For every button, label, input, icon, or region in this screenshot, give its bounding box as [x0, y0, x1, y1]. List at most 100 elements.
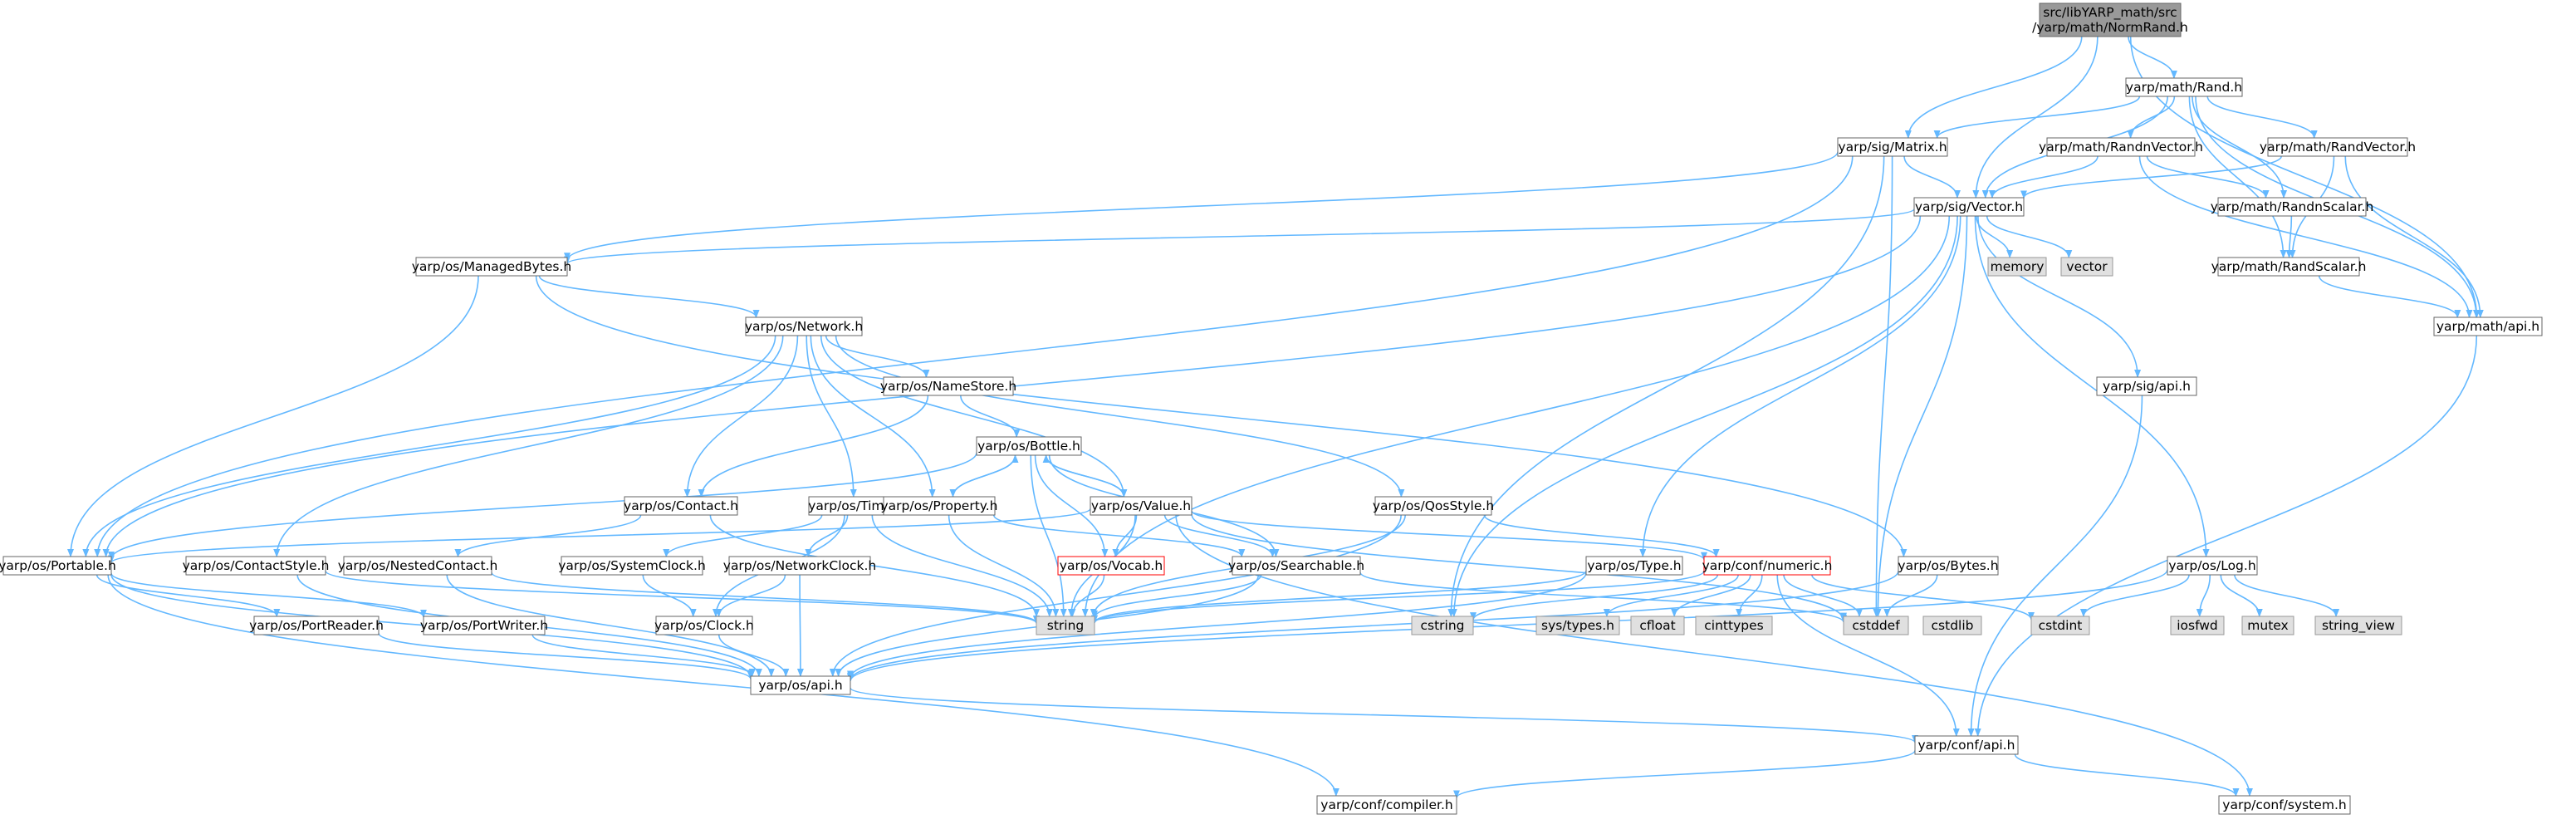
node-box-math_api [2433, 316, 2543, 336]
edge-math_rand-to-math_randnscalar [2192, 96, 2288, 199]
node-box-math_randvector [2267, 137, 2408, 157]
node-math_api[interactable]: yarp/math/api.h [2433, 316, 2543, 336]
edge-os_api-to-conf_api [850, 687, 1918, 743]
node-root[interactable]: src/libYARP_math/src/yarp/math/NormRand.… [2032, 2, 2188, 37]
node-os_api[interactable]: yarp/os/api.h [750, 675, 851, 695]
node-label-os_networkclock: yarp/os/NetworkClock.h [723, 558, 876, 573]
node-label-os_systemclock: yarp/os/SystemClock.h [558, 558, 706, 573]
node-os_qosstyle[interactable]: yarp/os/QosStyle.h [1373, 496, 1494, 516]
node-label-math_api: yarp/math/api.h [2436, 319, 2539, 334]
node-math_randscalar[interactable]: yarp/math/RandScalar.h [2211, 257, 2367, 277]
edge-sig_vector-to-os_managedbytes [564, 208, 1915, 265]
edge-os_portreader-to-os_api [378, 632, 754, 680]
node-box-os_bytes [1898, 556, 1999, 576]
edge-math_randvector-to-sig_vector [2020, 155, 2282, 199]
node-os_bottle[interactable]: yarp/os/Bottle.h [976, 436, 1082, 456]
node-os_contact[interactable]: yarp/os/Contact.h [624, 496, 738, 516]
edge-math_randnscalar-to-math_randscalar [2285, 215, 2293, 258]
node-os_portable[interactable]: yarp/os/Portable.h [0, 556, 116, 576]
edge-os_log-to-mutex [2220, 574, 2263, 617]
node-cstddef: cstddef [1843, 616, 1909, 635]
node-os_log[interactable]: yarp/os/Log.h [2167, 556, 2258, 576]
node-label-string: string [1047, 618, 1085, 633]
node-os_portreader[interactable]: yarp/os/PortReader.h [249, 616, 384, 635]
node-box-vector [2060, 257, 2113, 277]
node-string_view: string_view [2314, 616, 2402, 635]
edge-os_qosstyle-to-os_api [829, 514, 1402, 677]
node-sig_vector[interactable]: yarp/sig/Vector.h [1913, 197, 2025, 217]
edge-sig_vector-to-string [1081, 215, 1951, 617]
node-os_systemclock[interactable]: yarp/os/SystemClock.h [558, 556, 706, 576]
node-os_network[interactable]: yarp/os/Network.h [745, 316, 863, 336]
node-cfloat: cfloat [1630, 616, 1685, 635]
node-box-mutex [2241, 616, 2294, 635]
edge-os_networkclock-to-os_api [796, 574, 804, 677]
edge-conf_api-to-conf_compiler [1453, 749, 1916, 799]
node-label-os_api: yarp/os/api.h [758, 678, 842, 693]
node-box-os_contact [624, 496, 738, 516]
node-math_randnvector[interactable]: yarp/math/RandnVector.h [2039, 137, 2203, 157]
node-os_nestedcontact[interactable]: yarp/os/NestedContact.h [338, 556, 498, 576]
node-sig_matrix[interactable]: yarp/sig/Matrix.h [1837, 137, 1948, 157]
node-box-sig_matrix [1837, 137, 1948, 157]
node-label-os_qosstyle: yarp/os/QosStyle.h [1373, 498, 1494, 513]
node-os_managedbytes[interactable]: yarp/os/ManagedBytes.h [412, 257, 572, 277]
node-conf_compiler[interactable]: yarp/conf/compiler.h [1316, 795, 1457, 815]
node-label-cstring: cstring [1420, 618, 1464, 633]
edge-sig_vector-to-cstddef [1874, 215, 1968, 617]
edge-root-to-math_rand [2128, 36, 2177, 79]
node-conf_api[interactable]: yarp/conf/api.h [1914, 735, 2019, 755]
node-label-math_randnscalar: yarp/math/RandnScalar.h [2211, 199, 2374, 214]
edge-os_bottle-to-os_vocab [1034, 454, 1109, 557]
edge-sig_matrix-to-os_managedbytes [564, 151, 1839, 262]
edge-os_contactstyle-to-string [325, 570, 1040, 625]
node-os_time[interactable]: yarp/os/Time.h [808, 496, 904, 516]
node-os_vocab[interactable]: yarp/os/Vocab.h [1057, 556, 1165, 576]
node-os_networkclock[interactable]: yarp/os/NetworkClock.h [723, 556, 876, 576]
edge-math_randvector-to-math_api [2344, 155, 2484, 318]
node-os_namestore[interactable]: yarp/os/NameStore.h [880, 376, 1016, 396]
node-conf_system[interactable]: yarp/conf/system.h [2218, 795, 2351, 815]
edge-os_bytes-to-cstddef [1883, 574, 1938, 617]
node-box-root [2039, 2, 2182, 37]
node-box-string_view [2314, 616, 2402, 635]
node-box-iosfwd [2170, 616, 2225, 635]
node-os_value[interactable]: yarp/os/Value.h [1090, 496, 1193, 516]
node-label-cfloat: cfloat [1639, 618, 1675, 633]
node-os_searchable[interactable]: yarp/os/Searchable.h [1228, 556, 1364, 576]
edge-conf_numeric-to-cstddef [1783, 574, 1863, 617]
edge-sig_matrix-to-cstring [1447, 155, 1885, 617]
node-label-string_view: string_view [2322, 618, 2395, 634]
node-math_randvector[interactable]: yarp/math/RandVector.h [2260, 137, 2416, 157]
node-os_bytes[interactable]: yarp/os/Bytes.h [1898, 556, 1999, 576]
edge-math_randnvector-to-math_randnscalar [2146, 155, 2270, 199]
node-conf_numeric[interactable]: yarp/conf/numeric.h [1702, 556, 1833, 576]
edge-os_searchable-to-string [1091, 574, 1262, 619]
edge-os_network-to-os_property [810, 335, 936, 498]
node-math_rand[interactable]: yarp/math/Rand.h [2125, 77, 2243, 97]
edge-os_network-to-os_time [806, 335, 857, 498]
node-box-os_clock [655, 616, 753, 635]
edge-os_bottle-to-os_portable [108, 452, 977, 560]
edge-sig_matrix-to-os_portable [94, 155, 1854, 557]
node-os_portwriter[interactable]: yarp/os/PortWriter.h [420, 616, 548, 635]
node-os_clock[interactable]: yarp/os/Clock.h [654, 616, 754, 635]
edge-sig_matrix-to-cstddef [1873, 155, 1893, 617]
edge-sig_vector-to-os_log [1974, 215, 2210, 557]
node-os_property[interactable]: yarp/os/Property.h [880, 496, 998, 516]
node-box-os_portable [2, 556, 112, 576]
node-memory: memory [1987, 257, 2047, 277]
edge-os_network-to-os_qosstyle [835, 335, 1405, 498]
node-cstdint: cstdint [2030, 616, 2090, 635]
node-label-cstdint: cstdint [2039, 618, 2083, 633]
node-os_contactstyle[interactable]: yarp/os/ContactStyle.h [183, 556, 330, 576]
edge-math_api-to-conf_api [1974, 335, 2478, 737]
node-label-cinttypes: cinttypes [1704, 618, 1763, 633]
node-sys_types: sys/types.h [1535, 616, 1620, 635]
node-label-sig_vector: yarp/sig/Vector.h [1915, 199, 2023, 214]
node-math_randnscalar[interactable]: yarp/math/RandnScalar.h [2211, 197, 2374, 217]
node-sig_api[interactable]: yarp/sig/api.h [2096, 376, 2197, 396]
node-os_type[interactable]: yarp/os/Type.h [1585, 556, 1683, 576]
node-box-math_rand [2125, 77, 2243, 97]
node-box-cstdlib [1922, 616, 1982, 635]
